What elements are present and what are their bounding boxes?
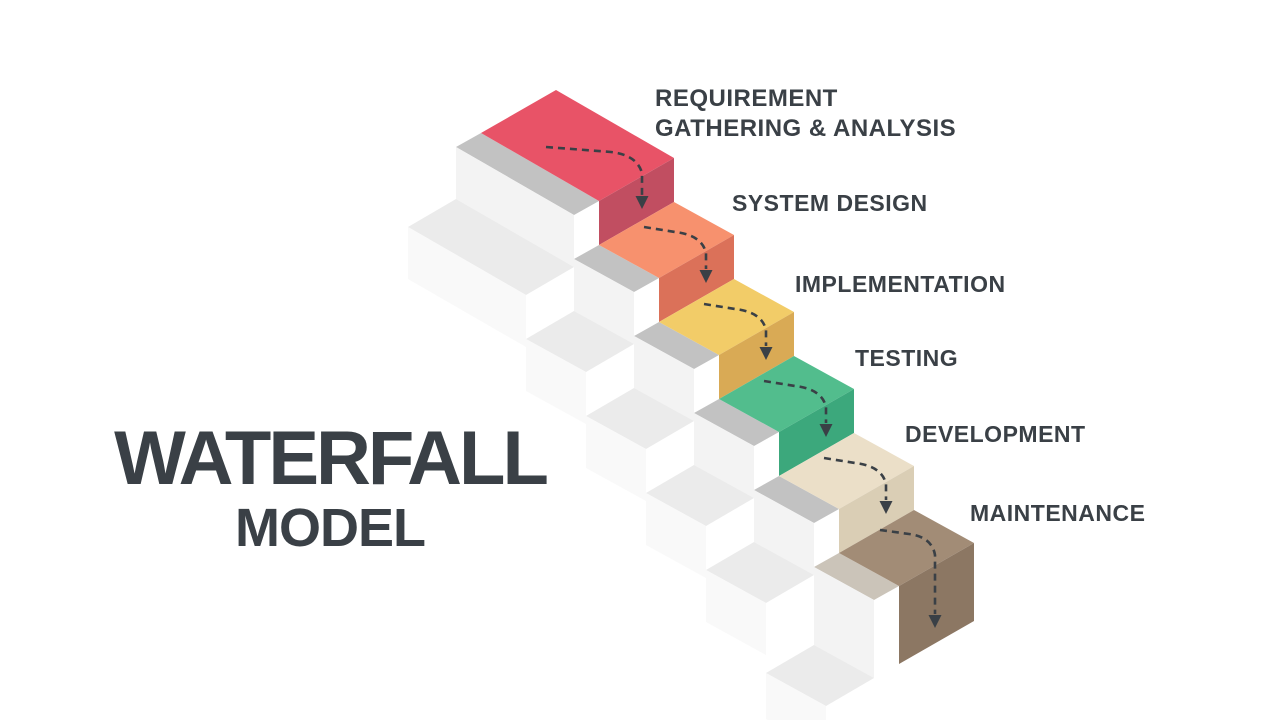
step-label-implementation: IMPLEMENTATION [795,271,1006,297]
support-strip [456,133,599,215]
title-line-model: MODEL [235,498,426,558]
step-maintenance: MAINTENANCE [766,500,1145,720]
support-strip [694,399,779,446]
flow-arrow [763,379,828,423]
support-face-lower [408,227,526,347]
support-face-lower [586,416,646,501]
flow-arrowhead-icon [879,501,893,514]
support-strip [754,476,839,523]
step-label-development: DEVELOPMENT [905,421,1086,447]
support-strip-lower [408,199,574,295]
step-label-system-design: SYSTEM DESIGN [732,190,928,216]
top-face [481,90,674,201]
support-face-lower [766,673,826,720]
support-strip-lower [766,645,874,706]
top-face [839,510,974,586]
flow-arrow [643,225,708,269]
support-face [814,567,874,678]
top-face [599,202,734,278]
support-face [456,147,574,267]
flow-arrowhead-icon [635,196,649,209]
front-face [599,158,674,245]
support-strip-lower [646,465,754,526]
top-face [659,279,794,355]
support-face-lower [706,570,766,655]
front-face [779,389,854,476]
support-strip-lower [706,542,814,603]
front-face [659,235,734,322]
step-development: DEVELOPMENT [706,421,1086,655]
support-face-lower [526,339,586,424]
support-face [634,336,694,421]
support-strip-lower [526,311,634,372]
front-face [839,466,914,553]
diagram-title: WATERFALL MODEL [114,416,549,558]
flow-arrow [545,145,644,195]
support-strip [634,322,719,369]
flow-arrowhead-icon [819,424,833,437]
flow-arrow [879,528,937,614]
support-face [754,490,814,575]
step-label-requirement-gathering-analysis-line1: REQUIREMENT [655,85,838,112]
step-label-maintenance: MAINTENANCE [970,500,1145,526]
flow-arrowhead-icon [928,615,942,628]
flow-arrow [823,456,888,500]
step-requirement-gathering-analysis: REQUIREMENT GATHERING & ANALYSIS [408,85,956,347]
step-implementation: IMPLEMENTATION [586,271,1006,501]
top-face [719,356,854,432]
support-face-lower [646,493,706,578]
support-face [694,413,754,498]
front-face [719,312,794,399]
flow-arrowhead-icon [759,347,773,360]
support-strip [814,553,899,600]
flow-arrow [703,302,768,346]
flow-arrowhead-icon [699,270,713,283]
support-strip-lower [586,388,694,449]
step-testing: TESTING [646,345,958,578]
support-face [574,259,634,344]
top-face [779,433,914,509]
support-strip [574,245,659,292]
step-system-design: SYSTEM DESIGN [526,190,928,424]
step-label-testing: TESTING [855,345,958,371]
step-label-requirement-gathering-analysis-line2: GATHERING & ANALYSIS [655,115,956,142]
front-face [899,543,974,664]
title-line-waterfall: WATERFALL [114,416,549,501]
